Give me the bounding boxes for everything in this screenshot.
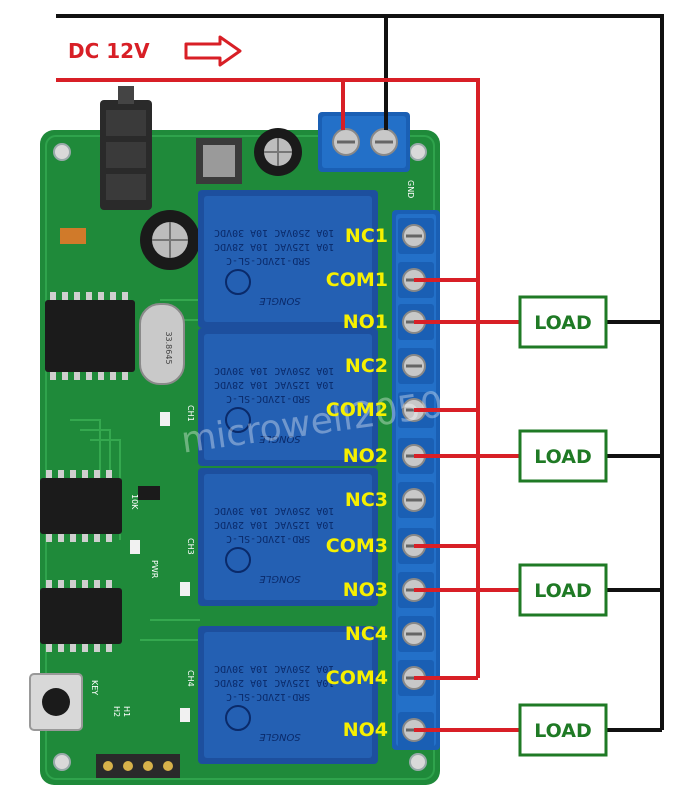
label-pwr: PWR: [150, 560, 159, 579]
ic-chip-2: [40, 470, 122, 542]
relay-group: SRD-12VDC-SL-C 10A 250VAC 10A 30VDC 10A 12…: [198, 190, 378, 764]
crystal-oscillator: 33.8645: [139, 303, 185, 385]
relay-rating-text: 10A 125VAC 10A 28VDC: [214, 519, 334, 530]
relay-rating-text: 10A 250VAC 10A 30VDC: [214, 505, 334, 516]
pin-header: [96, 754, 180, 778]
relay-3: SRD-12VDC-SL-C 10A 250VAC 10A 30VDC 10A 12…: [198, 468, 378, 606]
ic-chip-3: [40, 580, 122, 652]
load-label: LOAD: [534, 312, 592, 334]
red-wire: [56, 78, 480, 680]
certification-mark-icon: [225, 547, 251, 573]
relay-rating-text: 10A 250VAC 10A 30VDC: [214, 227, 334, 238]
terminal-label-com1: COM1: [326, 269, 388, 291]
relay-model-text: SRD-12VDC-SL-C: [226, 255, 310, 266]
load-box-2: LOAD: [518, 429, 608, 483]
terminal-screw: [398, 616, 434, 652]
relay-brand-text: SONGLE: [259, 573, 301, 584]
terminal-label-com2: COM2: [326, 399, 388, 421]
load-boxes: LOAD LOAD LOAD LOAD: [518, 295, 608, 757]
relay-model-text: SRD-12VDC-SL-C: [226, 533, 310, 544]
load-label: LOAD: [534, 720, 592, 742]
label-ch1: CH1: [186, 405, 195, 422]
label-h1: H1: [122, 706, 131, 717]
certification-mark-icon: [225, 269, 251, 295]
relay-brand-text: SONGLE: [259, 433, 301, 444]
mounting-hole: [53, 753, 71, 771]
relay-rating-text: 10A 125VAC 10A 28VDC: [214, 379, 334, 390]
relay-1: SRD-12VDC-SL-C 10A 250VAC 10A 30VDC 10A 12…: [198, 190, 378, 328]
label-ch4: CH4: [186, 670, 195, 687]
led-ch1: [160, 412, 170, 426]
terminal-label-no3: NO3: [343, 579, 388, 601]
load-box-4: LOAD: [518, 703, 608, 757]
led-ch3: [180, 582, 190, 596]
terminal-label-com4: COM4: [326, 667, 388, 689]
audio-jack: [100, 86, 152, 210]
relay-2: SRD-12VDC-SL-C 10A 250VAC 10A 30VDC 10A 12…: [198, 328, 378, 466]
terminal-screw: [398, 482, 434, 518]
terminal-screw: [398, 348, 434, 384]
dc-12v-label: DC 12V: [68, 39, 150, 63]
relay-brand-text: SONGLE: [259, 295, 301, 306]
relay-4: SRD-12VDC-SL-C 10A 250VAC 10A 30VDC 10A 12…: [198, 626, 378, 764]
relay-model-text: SRD-12VDC-SL-C: [226, 393, 310, 404]
no-load-wires: [414, 320, 520, 732]
relay-brand-text: SONGLE: [259, 731, 301, 742]
label-h2: H2: [112, 706, 121, 717]
crystal-label: 33.8645: [164, 331, 173, 364]
load-label: LOAD: [534, 446, 592, 468]
terminal-label-no1: NO1: [343, 311, 388, 333]
certification-mark-icon: [225, 705, 251, 731]
label-ch3: CH3: [186, 538, 195, 555]
led-pwr: [130, 540, 140, 554]
terminal-label-nc1: NC1: [345, 225, 388, 247]
certification-mark-icon: [225, 407, 251, 433]
load-box-3: LOAD: [518, 563, 608, 617]
mounting-hole: [409, 143, 427, 161]
terminal-label-no4: NO4: [343, 719, 388, 741]
relay-model-text: SRD-12VDC-SL-C: [226, 691, 310, 702]
small-chip: [138, 486, 160, 500]
gnd-silk-label: GND: [406, 180, 415, 198]
res-label: 10K: [130, 494, 139, 510]
label-key: KEY: [90, 680, 99, 695]
terminal-screw: [398, 218, 434, 254]
terminal-screws: [398, 218, 434, 748]
terminal-block: [392, 210, 440, 750]
led-ch4: [180, 708, 190, 722]
load-label: LOAD: [534, 580, 592, 602]
relay-rating-text: 10A 125VAC 10A 28VDC: [214, 677, 334, 688]
terminal-label-com3: COM3: [326, 535, 388, 557]
terminal-label-nc4: NC4: [345, 623, 388, 645]
smd-capacitor: [60, 228, 86, 244]
terminal-label-nc3: NC3: [345, 489, 388, 511]
capacitor-top: [254, 128, 302, 176]
terminal-label-nc2: NC2: [345, 355, 388, 377]
key-button: [29, 673, 83, 731]
power-terminal-block: [318, 112, 410, 172]
relay-rating-text: 10A 125VAC 10A 28VDC: [214, 241, 334, 252]
ic-chip-1: [45, 292, 135, 380]
mounting-hole: [53, 143, 71, 161]
relay-rating-text: 10A 250VAC 10A 30VDC: [214, 663, 334, 674]
relay-rating-text: 10A 250VAC 10A 30VDC: [214, 365, 334, 376]
load-box-1: LOAD: [518, 295, 608, 349]
arrow-right-icon: [184, 35, 242, 67]
terminal-label-no2: NO2: [343, 445, 388, 467]
capacitor-left: [140, 210, 200, 270]
mounting-hole: [409, 753, 427, 771]
black-wire: [56, 14, 664, 732]
